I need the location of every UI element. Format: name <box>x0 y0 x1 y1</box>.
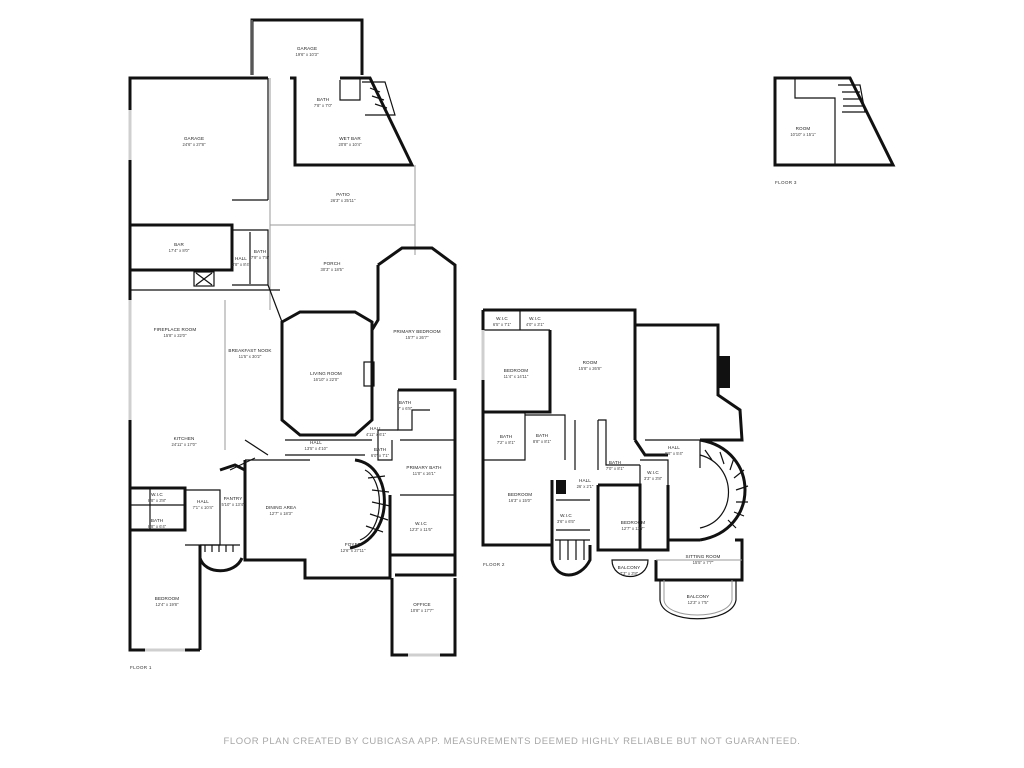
floor-2-label: FLOOR 2 <box>483 562 505 567</box>
room-name: SITTING ROOM <box>686 554 721 559</box>
room-name: HALL <box>370 426 382 431</box>
room-dims: 13'5" x 4'10" <box>305 446 328 451</box>
room-dims: 7' x 6'8" <box>398 406 413 411</box>
room-dims: 7'2" x 8'1" <box>497 440 516 445</box>
room-name: DINING AREA <box>266 505 298 510</box>
room-dims: 3'8" x 8'4" <box>232 262 251 267</box>
room-name: W.I.C <box>647 470 659 475</box>
room-name: BATH <box>399 400 411 405</box>
room-name: BATH <box>609 460 621 465</box>
room-dims: 8'8" x 3'8" <box>148 498 167 503</box>
room-dims: 7'1" x 10'4" <box>193 505 214 510</box>
room-name: ROOM <box>796 126 811 131</box>
room-dims: 19'6" x 10'3" <box>296 52 319 57</box>
room-name: HALL <box>579 478 591 483</box>
room-name: HALL <box>197 499 209 504</box>
room-dims: 7'0" x 8'1" <box>606 466 625 471</box>
room-dims: 8'8" x 8'1" <box>533 439 552 444</box>
room-name: W.I.C <box>496 316 508 321</box>
room-name: BATH <box>374 447 386 452</box>
room-dims: 12'7" x 18'3" <box>270 511 293 516</box>
room-name: BALCONY <box>687 594 710 599</box>
room-dims: 10'10" x 15'1" <box>790 132 816 137</box>
room-dims: 5'10" x 13'4" <box>222 502 245 507</box>
room-name: BATH <box>151 518 163 523</box>
room-dims: 6'0" x 7'1" <box>371 453 390 458</box>
room-dims: 26' x 2'1" <box>577 484 594 489</box>
room-dims: 24'11" x 17'0" <box>172 442 197 447</box>
room-name: ROOM <box>583 360 598 365</box>
room-dims: 16'3" x 15'0" <box>509 498 532 503</box>
room-dims: 3'6" x 6'5" <box>557 519 576 524</box>
room-name: W.I.C <box>560 513 572 518</box>
room-dims: 24'6" x 27'8" <box>183 142 206 147</box>
room-name: HALL <box>310 440 322 445</box>
room-name: WET BAR <box>339 136 361 141</box>
room-dims: 12'6" x 27'11" <box>341 548 366 553</box>
room-name: BATH <box>254 249 266 254</box>
room-dims: 4'0" x 3'1" <box>526 322 545 327</box>
room-dims: 12'4" x 19'8" <box>156 602 179 607</box>
room-name: BATH <box>536 433 548 438</box>
room-dims: 20'8" x 10'4" <box>339 142 362 147</box>
room-name: OFFICE <box>413 602 430 607</box>
room-dims: 7'3" x 3'8" <box>620 571 639 576</box>
room-name: BEDROOM <box>621 520 646 525</box>
room-name: W.I.C <box>529 316 541 321</box>
room-dims: 4'11" x 6'1" <box>366 432 387 437</box>
room-name: BEDROOM <box>508 492 533 497</box>
room-name: BATH <box>317 97 329 102</box>
room-dims: 15'8" x 22'0" <box>164 333 187 338</box>
room-dims: 11'4" x 14'11" <box>504 374 529 379</box>
room-dims: 7'8" x 7'0" <box>314 103 333 108</box>
room-dims: 15'7" x 26'7" <box>406 335 429 340</box>
room-dims: 3'3" x 3'8" <box>644 476 663 481</box>
room-name: FOYER <box>345 542 362 547</box>
room-name: PANTRY <box>224 496 243 501</box>
room-dims: 11'0" x 16'1" <box>413 471 436 476</box>
floor-1-label: FLOOR 1 <box>130 665 152 670</box>
room-name: BALCONY <box>618 565 641 570</box>
room-name: W.I.C <box>151 492 163 497</box>
room-name: PRIMARY BEDROOM <box>393 329 440 334</box>
room-name: HALL <box>668 445 680 450</box>
room-name: BREAKFAST NOOK <box>228 348 272 353</box>
room-dims: 12'3" x 11'6" <box>410 527 433 532</box>
room-name: BEDROOM <box>155 596 180 601</box>
room-name: PATIO <box>336 192 350 197</box>
room-name: HALL <box>235 256 247 261</box>
room-name: GARAGE <box>297 46 317 51</box>
room-dims: 7'9" x 7'8" <box>251 255 270 260</box>
room-name: BATH <box>500 434 512 439</box>
room-dims: 8'8" x 6'4" <box>148 524 167 529</box>
room-dims: 17'4" x 8'0" <box>169 248 190 253</box>
room-dims: 15'5" x 7'7" <box>693 560 714 565</box>
disclaimer-footer: FLOOR PLAN CREATED BY CUBICASA APP. MEAS… <box>223 736 801 747</box>
floor-2-plan <box>481 308 749 620</box>
room-name: PRIMARY BATH <box>406 465 441 470</box>
room-name: GARAGE <box>184 136 204 141</box>
room-dims: 16'10" x 22'0" <box>313 377 339 382</box>
floor-3-label: FLOOR 3 <box>775 180 797 185</box>
room-name: KITCHEN <box>174 436 195 441</box>
room-dims: 30'3" x 18'5" <box>321 267 344 272</box>
room-name: W.I.C <box>415 521 427 526</box>
room-dims: 26'3" x 25'11" <box>331 198 356 203</box>
room-dims: 11'5" x 30'2" <box>239 354 262 359</box>
room-name: FIREPLACE ROOM <box>154 327 197 332</box>
room-name: BAR <box>174 242 184 247</box>
room-name: PORCH <box>323 261 340 266</box>
room-dims: 6'5" x 7'1" <box>493 322 512 327</box>
room-dims: 15'8" x 26'8" <box>579 366 602 371</box>
floor-3-plan <box>773 76 896 167</box>
room-name: LIVING ROOM <box>310 371 342 376</box>
floor-1-plan <box>128 18 457 657</box>
room-dims: 12'3" x 7'5" <box>688 600 709 605</box>
room-dims: 10'8" x 17'7" <box>411 608 434 613</box>
room-name: BEDROOM <box>504 368 529 373</box>
room-dims: 12'7" x 13'7" <box>622 526 645 531</box>
room-dims: 8'8" x 5'4" <box>665 451 684 456</box>
